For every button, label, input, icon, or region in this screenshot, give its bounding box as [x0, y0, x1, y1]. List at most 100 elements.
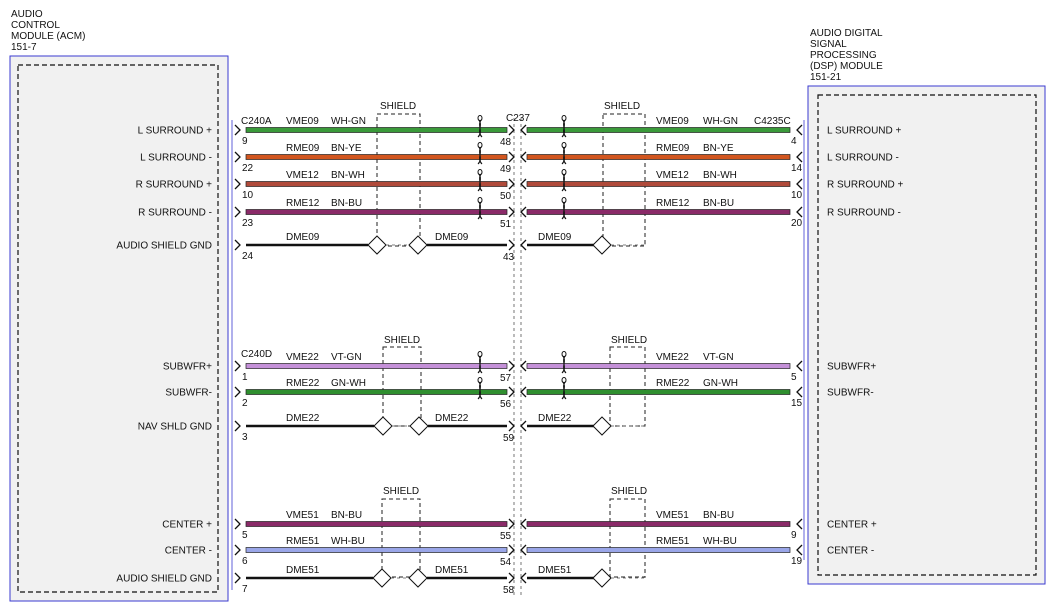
circuit-number: VME12 — [286, 170, 319, 181]
right-module-inner-border — [817, 94, 1037, 576]
wire-color-code: BN-YE — [703, 143, 734, 154]
right-module-title-line: 151-21 — [810, 72, 842, 83]
inline-pin-number: 56 — [500, 399, 512, 410]
circuit-number: DME51 — [435, 565, 469, 576]
pin-terminal-icon — [520, 544, 527, 556]
inline-pin-number: 55 — [500, 531, 512, 542]
right-pin-label: CENTER + — [827, 520, 877, 531]
wire — [245, 363, 508, 369]
left-pin-number: 7 — [242, 584, 248, 595]
pin-terminal-icon — [796, 386, 803, 398]
pin-terminal-icon — [796, 124, 803, 136]
pin-terminal-icon — [796, 178, 803, 190]
shield-box — [382, 346, 422, 427]
circuit-number: DME51 — [538, 565, 572, 576]
pin-terminal-icon — [508, 544, 515, 556]
shield-label: SHIELD — [604, 101, 640, 112]
shield-box — [602, 113, 646, 247]
pin-terminal-icon — [796, 518, 803, 530]
pin-terminal-icon — [234, 206, 241, 218]
wire-color-code: BN-BU — [703, 198, 734, 209]
right-module-title-line: (DSP) MODULE — [810, 61, 883, 72]
wire — [526, 521, 791, 527]
right-pin-label: L SURROUND - — [827, 153, 899, 164]
right-pin-number: 10 — [791, 190, 803, 201]
wire-color-code: BN-BU — [331, 510, 362, 521]
pin-terminal-icon — [234, 518, 241, 530]
right-pin-label: R SURROUND - — [827, 208, 901, 219]
pin-terminal-icon — [234, 239, 241, 251]
twisted-pair-icon — [477, 115, 483, 121]
right-module-box — [807, 85, 1046, 585]
wire — [245, 181, 508, 187]
inline-pin-number: 59 — [503, 433, 515, 444]
shield-box — [381, 498, 421, 578]
circuit-number: DME22 — [538, 413, 572, 424]
connector-c240a-label: C240A — [241, 116, 272, 127]
inline-pin-number: 54 — [500, 557, 512, 568]
wire-color-code: WH-BU — [331, 536, 365, 547]
circuit-number: VME09 — [656, 116, 689, 127]
left-pin-label: L SURROUND + — [138, 126, 213, 137]
left-pin-number: 5 — [242, 530, 248, 541]
wire-color-code: BN-WH — [331, 170, 365, 181]
circuit-number: DME22 — [286, 413, 320, 424]
left-pin-number: 3 — [242, 432, 248, 443]
pin-terminal-icon — [796, 206, 803, 218]
circuit-number: DME09 — [538, 232, 572, 243]
wire-color-code: VT-GN — [331, 352, 362, 363]
circuit-number: RME12 — [286, 198, 320, 209]
pin-terminal-icon — [520, 178, 527, 190]
pin-terminal-icon — [520, 239, 527, 251]
pin-terminal-icon — [508, 151, 515, 163]
wire-color-code: WH-BU — [703, 536, 737, 547]
circuit-number: RME09 — [656, 143, 690, 154]
wire — [245, 127, 508, 133]
pin-terminal-icon — [508, 178, 515, 190]
left-pin-number: 9 — [242, 136, 248, 147]
wire — [526, 363, 791, 369]
wire-color-code: WH-GN — [331, 116, 366, 127]
circuit-number: RME51 — [656, 536, 690, 547]
twisted-pair-icon — [477, 197, 483, 203]
circuit-number: RME12 — [656, 198, 690, 209]
shield-box — [376, 113, 421, 247]
wire — [245, 209, 508, 215]
right-pin-number: 9 — [791, 530, 797, 541]
shield-group-1: SHIELD SHIELD — [376, 101, 646, 247]
pin-terminal-icon — [520, 386, 527, 398]
right-pin-label: SUBWFR+ — [827, 362, 876, 373]
circuit-number: VME12 — [656, 170, 689, 181]
wire — [526, 181, 791, 187]
circuit-number: VME22 — [656, 352, 689, 363]
right-pin-number: 4 — [791, 136, 797, 147]
left-pin-number: 1 — [242, 372, 248, 383]
pin-terminal-icon — [508, 124, 515, 136]
shield-drain-icon — [372, 568, 392, 588]
left-module-title-line: 151-7 — [11, 42, 37, 53]
circuit-number: VME22 — [286, 352, 319, 363]
left-pin-labels: L SURROUND +L SURROUND -R SURROUND +R SU… — [116, 126, 212, 585]
shield-drain-icon — [592, 416, 612, 436]
pin-terminal-icon — [234, 386, 241, 398]
pin-terminal-icon — [234, 420, 241, 432]
wire — [526, 389, 791, 395]
twisted-pair-icon — [561, 197, 567, 203]
right-pin-label: R SURROUND + — [827, 180, 904, 191]
pin-terminal-icon — [508, 206, 515, 218]
circuit-number: RME51 — [286, 536, 320, 547]
circuit-number: VME09 — [286, 116, 319, 127]
left-pin-label: CENTER - — [165, 546, 212, 557]
pin-terminal-icon — [234, 360, 241, 372]
circuit-number: DME51 — [286, 565, 320, 576]
shield-drain-icon — [408, 235, 428, 255]
shield-drain-icon — [373, 416, 393, 436]
shield-group-2: SHIELD SHIELD — [382, 335, 647, 427]
right-pin-number: 19 — [791, 556, 803, 567]
